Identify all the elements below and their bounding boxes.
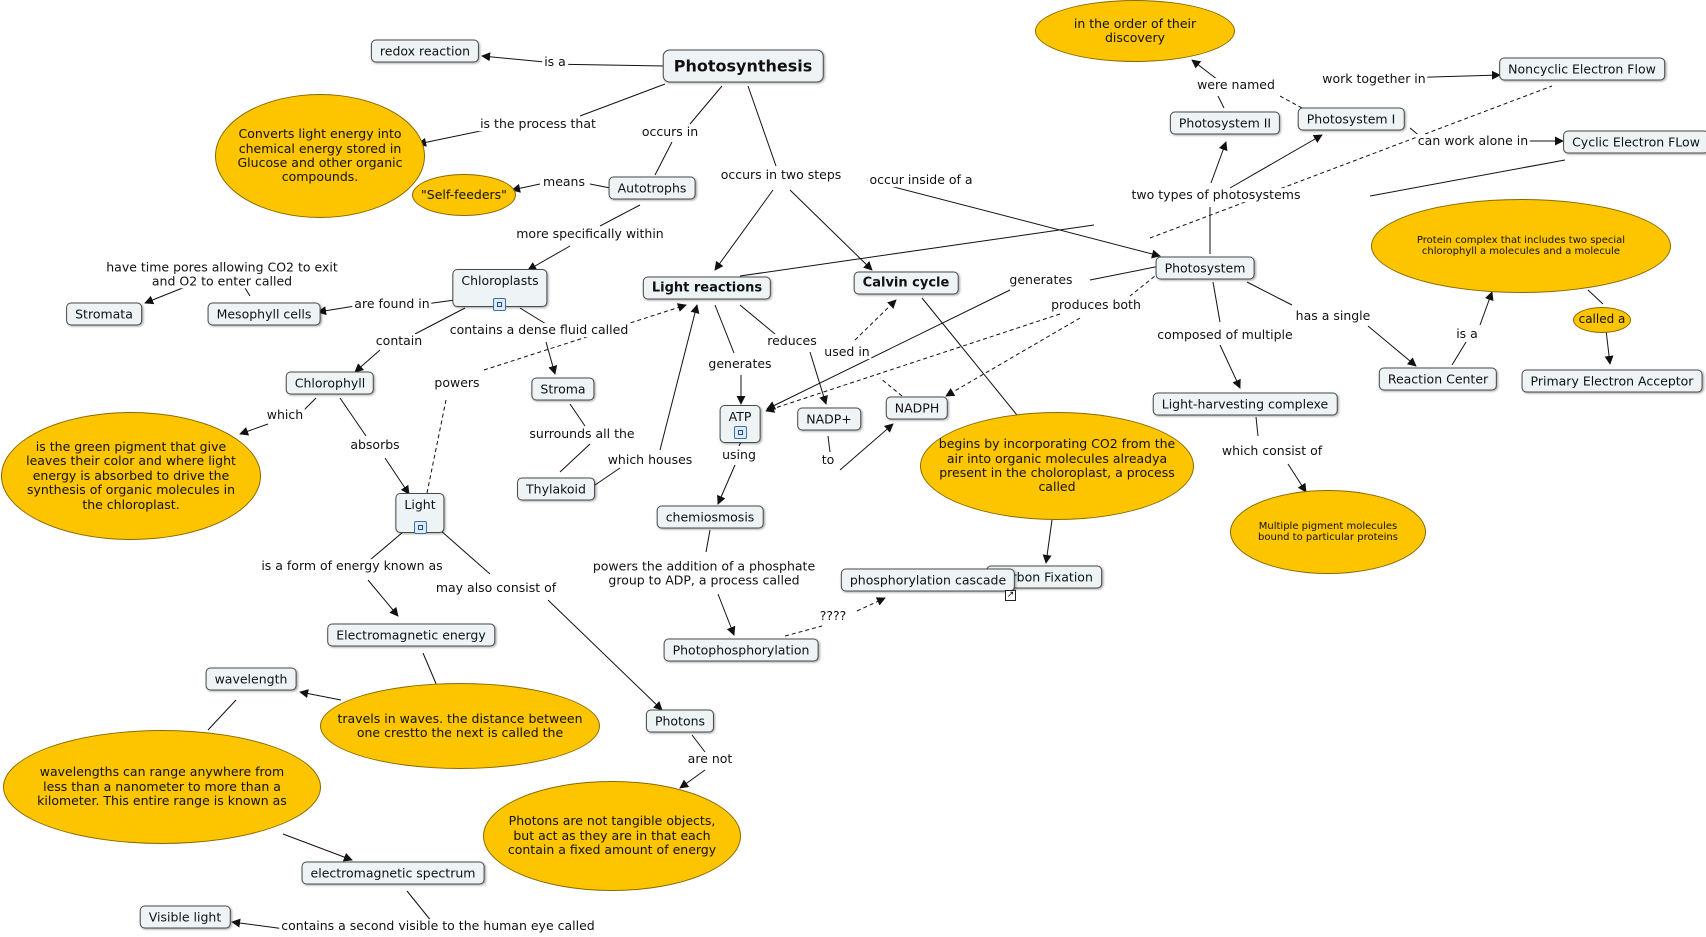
link-time-pores: have time pores allowing CO2 to exit and… — [104, 259, 340, 288]
concept-photons[interactable]: Photons — [645, 709, 715, 733]
concept-chlorophyll[interactable]: Chlorophyll — [285, 371, 375, 395]
concept-stroma[interactable]: Stroma — [531, 377, 595, 401]
ellipse-discovery-order[interactable]: in the order of their discovery — [1035, 0, 1235, 62]
link-more-specifically-within: more specifically within — [514, 226, 666, 242]
link-powers-addition: powers the addition of a phosphate group… — [590, 558, 818, 587]
link-may-also-consist: may also consist of — [433, 580, 559, 596]
link-can-work-alone: can work alone in — [1415, 133, 1531, 149]
concept-photosystem-i[interactable]: Photosystem I — [1297, 107, 1405, 131]
link-generates: generates — [706, 356, 774, 372]
ellipse-protein-complex[interactable]: Protein complex that includes two specia… — [1371, 199, 1671, 293]
concept-reaction-center[interactable]: Reaction Center — [1378, 367, 1498, 391]
link-used-in: used in — [822, 344, 872, 360]
ellipse-calvin-begins[interactable]: begins by incorporating CO2 from the air… — [920, 412, 1194, 520]
link-is-a-reaction-center: is a — [1454, 326, 1480, 342]
concept-phosphorylation-cascade[interactable]: phosphorylation cascade — [840, 568, 1016, 592]
concept-wavelength[interactable]: wavelength — [205, 667, 297, 691]
concept-calvin-cycle[interactable]: Calvin cycle — [853, 271, 959, 295]
concept-stromata[interactable]: Stromata — [66, 302, 142, 326]
link-occurs-in: occurs in — [639, 124, 701, 140]
link-absorbs: absorbs — [348, 437, 402, 453]
link-work-together: work together in — [1320, 71, 1428, 87]
link-using: using — [720, 447, 758, 463]
link-contains-second-visible: contains a second visible to the human e… — [279, 918, 597, 934]
concept-chemiosmosis[interactable]: chemiosmosis — [656, 505, 764, 529]
link-which-houses: which houses — [605, 452, 695, 468]
concept-light-reactions[interactable]: Light reactions — [642, 276, 772, 300]
link-occurs-in-two-steps: occurs in two steps — [718, 167, 844, 183]
submap-icon[interactable] — [734, 426, 747, 439]
link-two-types: two types of photosystems — [1129, 187, 1303, 203]
ellipse-pigment-molecules[interactable]: Multiple pigment molecules bound to part… — [1230, 490, 1426, 574]
link-is-the-process-that: is the process that — [478, 116, 598, 132]
link-occur-inside-of-a: occur inside of a — [867, 172, 975, 188]
link-which-consist-of: which consist of — [1219, 443, 1325, 459]
link-form-of-energy: is a form of energy known as — [259, 558, 445, 574]
concept-photosynthesis[interactable]: Photosynthesis — [662, 49, 824, 83]
concept-light-harvesting-complexe[interactable]: Light-harvesting complexe — [1152, 392, 1338, 416]
link-were-named: were named — [1195, 77, 1277, 93]
link-surrounds-all-the: surrounds all the — [527, 426, 637, 442]
concept-atp[interactable]: ATP — [719, 405, 761, 443]
link-question-marks: ???? — [817, 608, 849, 624]
concept-photophosphorylation[interactable]: Photophosphorylation — [663, 638, 819, 662]
link-contain: contain — [373, 333, 425, 349]
concept-electromagnetic-energy[interactable]: Electromagnetic energy — [327, 623, 495, 647]
link-powers: powers — [432, 375, 482, 391]
link-composed-of-multiple: composed of multiple — [1155, 327, 1295, 343]
link-contains-dense-fluid: contains a dense fluid called — [447, 322, 631, 338]
external-link-icon[interactable]: ↗ — [1005, 590, 1016, 601]
concept-carbon-fixation[interactable]: Carbon Fixation — [986, 565, 1102, 589]
concept-redox-reaction[interactable]: redox reaction — [370, 39, 480, 63]
concept-electromagnetic-spectrum[interactable]: electromagnetic spectrum — [301, 861, 485, 885]
link-to: to — [819, 452, 837, 468]
concept-mesophyll-cells[interactable]: Mesophyll cells — [207, 302, 321, 326]
link-are-found-in: are found in — [352, 296, 432, 312]
ellipse-wavelength-range[interactable]: wavelengths can range anywhere from less… — [3, 730, 321, 844]
concept-photosystem[interactable]: Photosystem — [1155, 256, 1255, 280]
link-means: means — [541, 174, 587, 190]
ellipse-photons-not-tangible[interactable]: Photons are not tangible objects, but ac… — [483, 781, 741, 891]
link-are-not: are not — [685, 751, 735, 767]
link-generates-photosystem: generates — [1007, 272, 1075, 288]
concept-primary-electron-acceptor[interactable]: Primary Electron Acceptor — [1521, 369, 1703, 393]
concept-cyclic-electron-flow[interactable]: Cyclic Electron FLow — [1563, 130, 1706, 154]
concept-noncyclic-electron-flow[interactable]: Noncyclic Electron Flow — [1499, 57, 1665, 81]
concept-thylakoid[interactable]: Thylakoid — [517, 477, 595, 501]
concept-nadp-plus[interactable]: NADP+ — [797, 407, 861, 431]
link-has-a-single: has a single — [1293, 308, 1373, 324]
concept-photosystem-ii[interactable]: Photosystem II — [1169, 111, 1281, 135]
ellipse-self-feeders[interactable]: "Self-feeders" — [412, 174, 516, 216]
link-reduces: reduces — [765, 333, 819, 349]
link-which: which — [264, 407, 306, 423]
concept-autotrophs[interactable]: Autotrophs — [608, 176, 696, 200]
concept-nadph[interactable]: NADPH — [885, 396, 949, 420]
submap-icon[interactable] — [493, 298, 506, 311]
concept-visible-light[interactable]: Visible light — [139, 905, 231, 929]
ellipse-travels-in-waves[interactable]: travels in waves. the distance between o… — [320, 683, 600, 769]
link-produces-both: produces both — [1049, 297, 1143, 313]
ellipse-green-pigment[interactable]: is the green pigment that give leaves th… — [1, 412, 261, 540]
ellipse-converts-light-energy[interactable]: Converts light energy into chemical ener… — [215, 94, 425, 218]
link-is-a: is a — [542, 54, 568, 70]
submap-icon[interactable] — [414, 521, 427, 534]
ellipse-called-a[interactable]: called a — [1573, 307, 1631, 333]
